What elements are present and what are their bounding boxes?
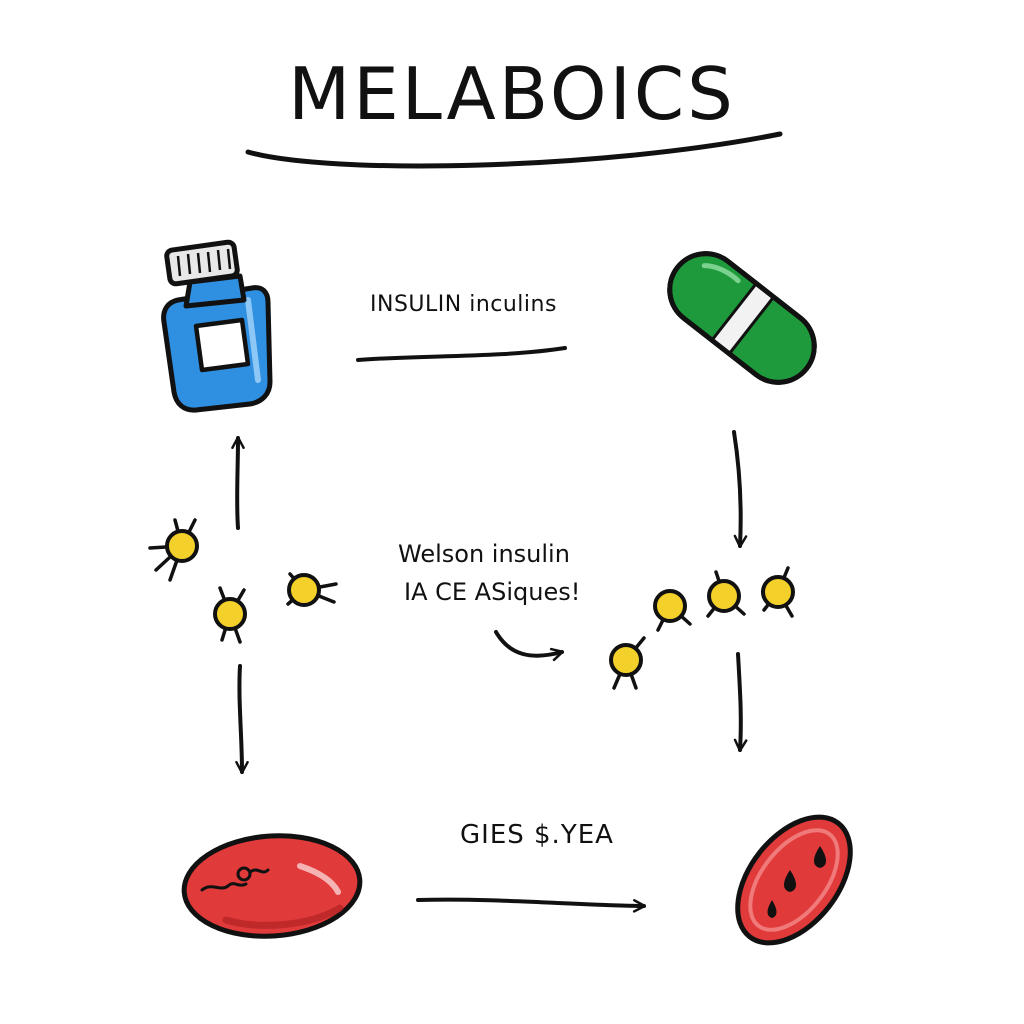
- molecule-icon: [286, 572, 338, 607]
- sliced-red-cell-icon: [735, 814, 853, 946]
- molecule-icon: [706, 570, 746, 618]
- molecule-icon: [653, 589, 692, 632]
- left-down-arrow: [235, 664, 249, 774]
- medicine-bottle-icon: [161, 239, 273, 413]
- bottom-right-arrow: [416, 897, 646, 913]
- molecule-icon: [213, 586, 247, 644]
- right-down-arrow-upper: [732, 430, 748, 548]
- left-up-arrow: [231, 436, 245, 530]
- top-connector-line: [356, 346, 567, 362]
- middle-label-line-2: IA CE ASiques!: [404, 578, 581, 606]
- middle-curved-arrow: [494, 630, 564, 662]
- molecule-icon: [148, 518, 199, 582]
- right-down-arrow-lower: [733, 652, 748, 752]
- red-blood-cell-icon: [181, 833, 363, 939]
- molecule-icon: [609, 636, 646, 690]
- bottom-arrow-label: GIES $.YEA: [460, 820, 614, 850]
- diagram-title: MELABOICS: [288, 52, 736, 136]
- top-arrow-label: INSULIN inculins: [370, 292, 557, 317]
- middle-label-line-1: Welson insulin: [398, 540, 570, 568]
- capsule-pill-icon: [667, 251, 817, 385]
- molecule-icon: [761, 566, 795, 618]
- title-underline: [245, 131, 783, 169]
